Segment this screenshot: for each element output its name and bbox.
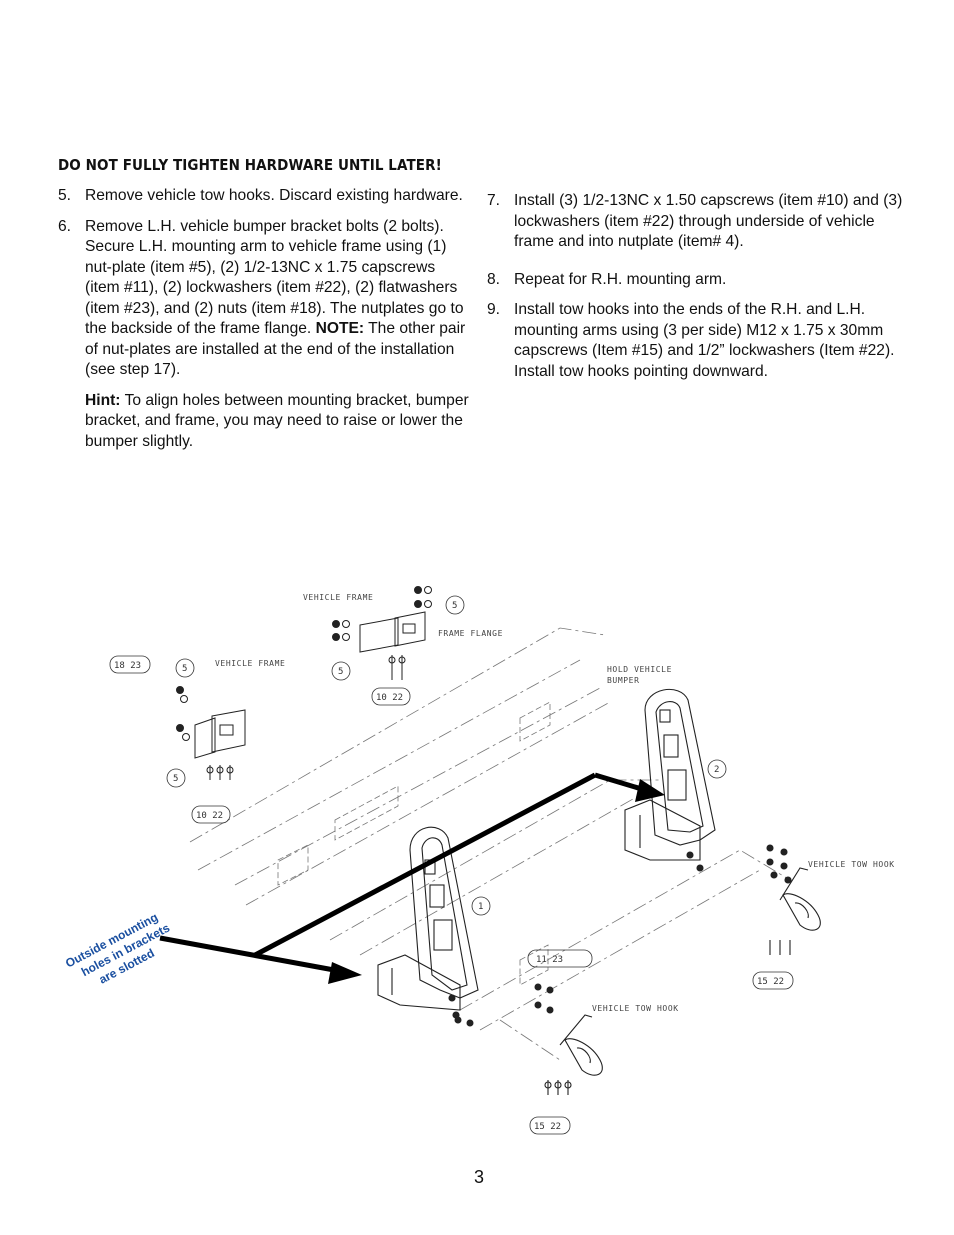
label-hold-bumper-2: BUMPER <box>607 676 640 685</box>
label-frame-flange: FRAME FLANGE <box>438 629 503 638</box>
left-nutplate-assembly <box>176 686 246 780</box>
tag-5-left: 5 <box>175 658 195 678</box>
label-vehicle-frame-top: VEHICLE FRAME <box>303 593 373 602</box>
tag-15-22-right: 15 22 <box>752 971 794 990</box>
tag-5-lower-left: 5 <box>166 768 186 788</box>
step-8: 8. Repeat for R.H. mounting arm. <box>487 270 907 291</box>
hint-text: To align holes between mounting bracket,… <box>85 391 469 450</box>
tag-text: 15 22 <box>534 1122 561 1132</box>
lh-mounting-arm <box>377 826 479 1019</box>
bumper-outline <box>189 627 791 1061</box>
note-label: NOTE: <box>315 320 365 337</box>
step-6: 6. Remove L.H. vehicle bumper bracket bo… <box>58 217 470 381</box>
step-5: 5. Remove vehicle tow hooks. Discard exi… <box>58 186 470 207</box>
tag-10-22-top: 10 22 <box>371 687 411 706</box>
instructions-left-column: 5. Remove vehicle tow hooks. Discard exi… <box>58 186 470 452</box>
step-number: 8. <box>487 270 501 288</box>
tag-11-23: 11 23 <box>527 949 593 968</box>
label-tow-hook-bottom: VEHICLE TOW HOOK <box>592 1004 679 1013</box>
step-text: Install tow hooks into the ends of the R… <box>514 301 895 380</box>
page-number: 3 <box>474 1167 485 1187</box>
tag-text: 18 23 <box>114 661 141 671</box>
step-number: 6. <box>58 217 72 235</box>
tag-text: 10 22 <box>196 811 223 821</box>
step-text: Install (3) 1/2-13NC x 1.50 capscrews (i… <box>514 192 903 250</box>
step-7: 7. Install (3) 1/2-13NC x 1.50 capscrews… <box>487 191 907 253</box>
slotted-holes-callout: Outside mounting holes in brackets are s… <box>63 910 172 987</box>
warning-heading: DO NOT FULLY TIGHTEN HARDWARE UNTIL LATE… <box>58 156 442 174</box>
tag-text: 15 22 <box>757 977 784 987</box>
step-text: Remove L.H. vehicle bumper bracket bolts… <box>85 217 470 381</box>
tag-1: 1 <box>471 896 491 916</box>
tag-2: 2 <box>707 759 727 779</box>
tag-5-top: 5 <box>445 595 465 615</box>
step-number: 7. <box>487 192 501 209</box>
bottom-tow-hook <box>544 1014 603 1095</box>
instructions-right-column: 7. Install (3) 1/2-13NC x 1.50 capscrews… <box>487 191 907 392</box>
rh-mounting-arm <box>624 688 716 872</box>
tag-15-22-bottom: 15 22 <box>529 1116 571 1135</box>
step-number: 5. <box>58 187 72 204</box>
step-number: 9. <box>487 301 501 318</box>
rh-tow-hook <box>766 844 821 955</box>
tag-text: 5 <box>173 774 178 784</box>
callout-arrows <box>159 772 665 984</box>
tag-text: 5 <box>452 601 457 611</box>
tag-5-left-top: 5 <box>331 661 351 681</box>
tag-18-23: 18 23 <box>109 655 151 674</box>
lh-screws <box>454 983 554 1027</box>
tag-text: 5 <box>338 667 343 677</box>
tag-text: 1 <box>478 902 483 912</box>
bumper-slots <box>277 701 551 986</box>
tag-text: 10 22 <box>376 693 403 703</box>
label-hold-bumper-1: HOLD VEHICLE <box>607 665 672 674</box>
step-9: 9. Install tow hooks into the ends of th… <box>487 300 907 382</box>
label-vehicle-frame-left: VEHICLE FRAME <box>215 659 285 668</box>
tag-text: 2 <box>714 765 719 775</box>
tag-text: 5 <box>182 664 187 674</box>
step-text-part: The other pair of nut-plates are install… <box>85 320 466 378</box>
label-tow-hook-right: VEHICLE TOW HOOK <box>808 860 895 869</box>
step-text: Repeat for R.H. mounting arm. <box>514 270 727 288</box>
step-text-part: Remove L.H. vehicle bumper bracket bolts… <box>85 217 464 338</box>
tag-10-22-left: 10 22 <box>191 805 231 824</box>
step-text: Remove vehicle tow hooks. Discard existi… <box>85 187 463 204</box>
top-nutplate-assembly <box>332 586 432 680</box>
hint-paragraph: Hint: To align holes between mounting br… <box>85 391 470 453</box>
tag-text: 11 23 <box>536 955 563 965</box>
hint-label: Hint: <box>85 391 121 409</box>
